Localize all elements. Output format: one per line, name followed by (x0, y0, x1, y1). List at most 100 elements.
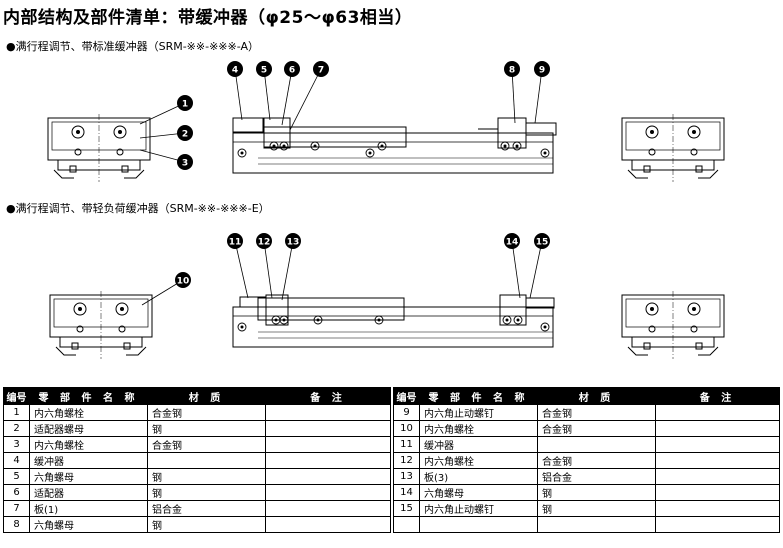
row-number: 10 (393, 420, 420, 437)
row-number: 2 (3, 420, 30, 437)
part-name: 六角螺母 (29, 468, 148, 485)
part-note (265, 484, 391, 501)
part-material: 钢 (147, 516, 266, 533)
callout-14: 14 (504, 233, 520, 249)
row-number: 3 (3, 436, 30, 453)
part-material (537, 436, 656, 453)
part-note (265, 436, 391, 453)
part-name: 内六角螺栓 (29, 436, 148, 453)
part-name: 缓冲器 (419, 436, 538, 453)
svg-text:2: 2 (182, 130, 188, 140)
header-part-name: 零 部 件 名 称 (419, 387, 538, 405)
end-view-left-1 (47, 113, 151, 183)
part-material: 铝合金 (537, 468, 656, 485)
part-note (265, 500, 391, 517)
side-view-1 (232, 117, 557, 174)
callout-7: 7 (313, 61, 329, 77)
row-number: 4 (3, 452, 30, 469)
row-number: 8 (3, 516, 30, 533)
part-name: 适配器螺母 (29, 420, 148, 437)
svg-text:9: 9 (539, 66, 545, 76)
part-note (265, 404, 391, 421)
part-material: 钢 (147, 468, 266, 485)
svg-text:4: 4 (232, 66, 238, 76)
part-note (655, 420, 780, 437)
part-material: 钢 (147, 420, 266, 437)
row-number (393, 516, 420, 533)
part-name: 缓冲器 (29, 452, 148, 469)
part-material: 钢 (537, 500, 656, 517)
part-note (655, 468, 780, 485)
section-title-standard-absorber: ●满行程调节、带标准缓冲器（SRM-※※-※※※-A） (6, 40, 259, 53)
part-name: 内六角螺栓 (419, 420, 538, 437)
row-number: 14 (393, 484, 420, 501)
svg-text:15: 15 (536, 238, 549, 248)
part-material: 钢 (147, 484, 266, 501)
table-row (393, 516, 780, 533)
callout-11: 11 (227, 233, 243, 249)
callout-6: 6 (284, 61, 300, 77)
row-number: 13 (393, 468, 420, 485)
callout-8: 8 (504, 61, 520, 77)
part-note (265, 452, 391, 469)
callout-12: 12 (256, 233, 272, 249)
end-view-right-1 (621, 113, 725, 183)
section-title-light-absorber: ●满行程调节、带轻负荷缓冲器（SRM-※※-※※※-E） (6, 202, 270, 215)
part-name: 内六角螺栓 (29, 404, 148, 421)
side-view-2 (232, 294, 555, 348)
callout-13: 13 (285, 233, 301, 249)
svg-text:10: 10 (177, 277, 190, 287)
part-note (655, 516, 780, 533)
part-material: 钢 (537, 484, 656, 501)
part-name: 板(3) (419, 468, 538, 485)
header-note: 备 注 (655, 387, 780, 405)
callout-1: 1 (177, 95, 193, 111)
part-name: 适配器 (29, 484, 148, 501)
part-name: 板(1) (29, 500, 148, 517)
callout-4: 4 (227, 61, 243, 77)
svg-text:7: 7 (318, 66, 324, 76)
callout-15: 15 (534, 233, 550, 249)
svg-text:1: 1 (182, 100, 188, 110)
row-number: 11 (393, 436, 420, 453)
row-number: 9 (393, 404, 420, 421)
svg-text:5: 5 (261, 66, 267, 76)
page-title: 内部结构及部件清单：带缓冲器（φ25～φ63相当） (3, 8, 413, 28)
part-material: 合金钢 (147, 436, 266, 453)
header-material: 材 质 (537, 387, 656, 405)
part-material: 合金钢 (537, 452, 656, 469)
header-no: 编号 (393, 387, 420, 405)
end-view-right-2 (621, 290, 725, 360)
callout-10: 10 (175, 272, 191, 288)
part-material: 合金钢 (537, 420, 656, 437)
svg-text:12: 12 (258, 238, 271, 248)
header-no: 编号 (3, 387, 30, 405)
part-name: 六角螺母 (29, 516, 148, 533)
callout-5: 5 (256, 61, 272, 77)
part-note (265, 420, 391, 437)
part-name (419, 516, 538, 533)
header-note: 备 注 (265, 387, 391, 405)
svg-text:13: 13 (287, 238, 300, 248)
row-number: 15 (393, 500, 420, 517)
row-number: 12 (393, 452, 420, 469)
leader-lines (139, 68, 543, 306)
callout-3: 3 (177, 154, 193, 170)
part-name: 六角螺母 (419, 484, 538, 501)
svg-text:11: 11 (229, 238, 242, 248)
part-note (655, 436, 780, 453)
